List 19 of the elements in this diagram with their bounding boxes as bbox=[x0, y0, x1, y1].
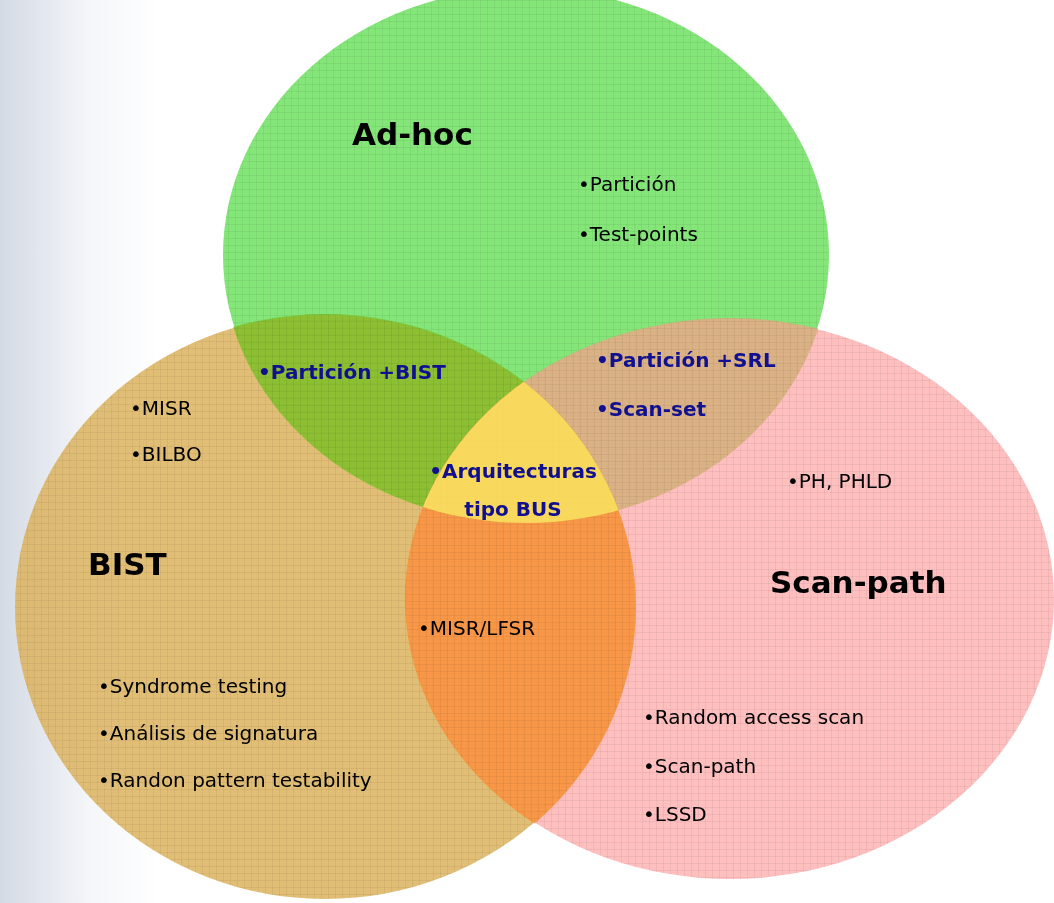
list-item: •Random access scan bbox=[643, 705, 865, 729]
set-title: BIST bbox=[88, 546, 167, 584]
list-item: •Test-points bbox=[578, 222, 698, 246]
set-title: Scan-path bbox=[770, 564, 947, 602]
list-item: •Partición bbox=[578, 172, 677, 196]
overlap-label: •Partición +SRL bbox=[596, 347, 776, 373]
list-item: •Randon pattern testability bbox=[98, 768, 372, 792]
list-item: •PH, PHLD bbox=[787, 469, 893, 493]
overlap-label: •MISR/LFSR bbox=[418, 615, 536, 641]
list-item: •Análisis de signatura bbox=[98, 721, 319, 745]
list-item: •LSSD bbox=[643, 802, 707, 826]
overlap-label: •Arquitecturas tipo BUS bbox=[428, 458, 598, 523]
list-item: •MISR bbox=[130, 396, 192, 420]
overlap-label: •Scan-set bbox=[596, 396, 707, 422]
overlap-label: •Partición +BIST bbox=[258, 359, 446, 385]
set-title: Ad-hoc bbox=[352, 116, 473, 154]
list-item: •BILBO bbox=[130, 442, 202, 466]
list-item: •Syndrome testing bbox=[98, 674, 288, 698]
list-item: •Scan-path bbox=[643, 754, 757, 778]
